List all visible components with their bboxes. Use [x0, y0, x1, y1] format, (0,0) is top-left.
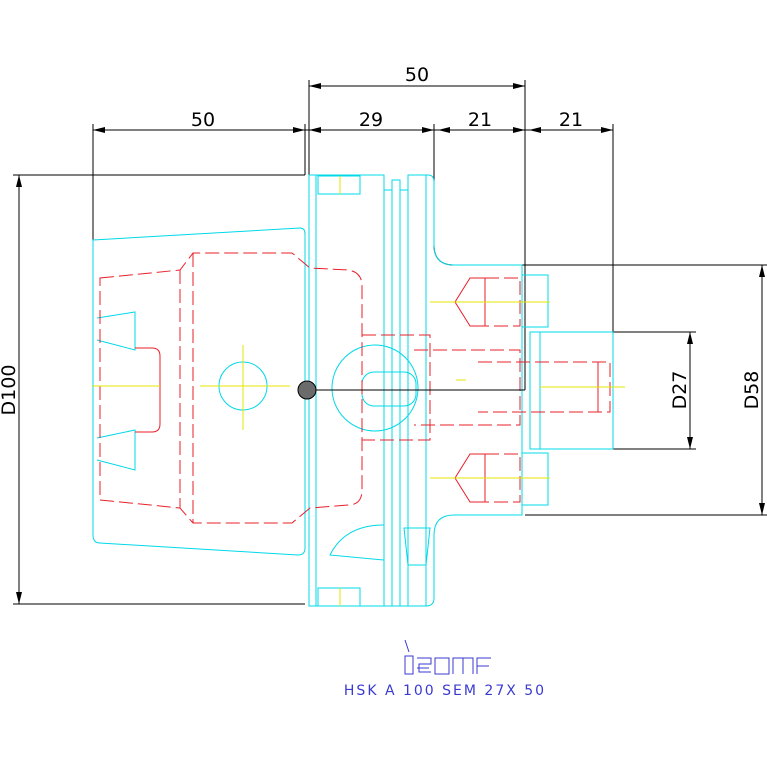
- dim-left-length: 50: [191, 109, 215, 131]
- dim-bore-diameter: D27: [669, 371, 691, 410]
- part-outline: [92, 174, 614, 607]
- center-lines: [92, 176, 625, 606]
- dim-shank-diameter: D58: [741, 371, 763, 410]
- dim-mid-length: 29: [359, 109, 383, 131]
- hidden-lines: [99, 252, 611, 524]
- dim-far-right-length: 21: [559, 109, 583, 131]
- dim-outer-diameter: D100: [0, 365, 20, 416]
- iscar-logo: [404, 639, 491, 675]
- dim-top-overall: 50: [405, 64, 429, 86]
- dimension-arrows: [16, 83, 765, 604]
- locating-pin: [297, 380, 317, 400]
- dim-right-length: 21: [468, 109, 492, 131]
- dimension-lines: [13, 80, 767, 605]
- tool-designation: HSK A 100 SEM 27X 50: [344, 683, 546, 699]
